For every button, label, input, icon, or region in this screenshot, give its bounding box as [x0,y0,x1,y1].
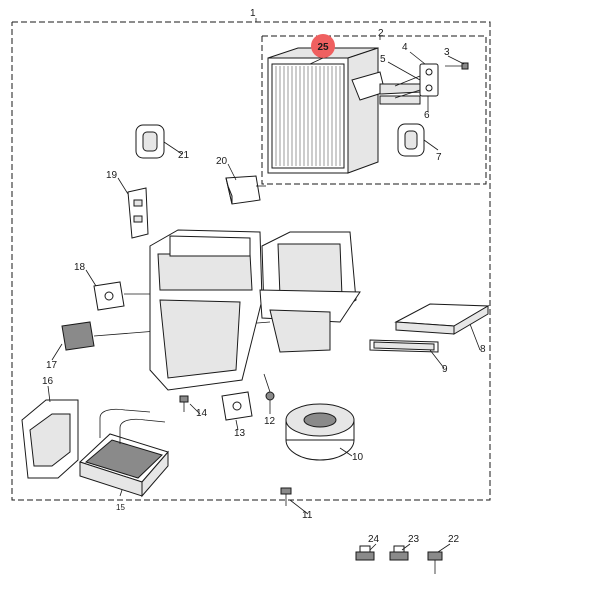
callout-15: 15 [116,503,125,512]
evaporator-core [267,47,421,174]
callout-4: 4 [402,42,408,53]
callout-25: 25 [317,42,329,53]
callout-1: 1 [250,8,256,19]
assembly-boundary-2 [261,35,487,185]
leader-lines [47,18,481,553]
callout-11: 11 [302,510,313,521]
grommet-7 [397,123,425,157]
callout-8: 8 [480,344,486,355]
callout-20: 20 [216,156,228,167]
callout-13: 13 [234,428,246,439]
callout-25-badge [311,34,335,58]
callout-21: 21 [178,150,190,161]
callout-16: 16 [42,376,54,387]
callout-2: 2 [378,28,384,39]
filter-cover [369,339,439,353]
blower-motor [285,403,355,461]
callout-9: 9 [442,364,448,375]
expansion-valve [394,63,439,99]
screw-11 [280,487,292,506]
hvac-housing [149,229,361,391]
valve-bolt [445,62,469,70]
callout-14: 14 [196,408,208,419]
callout-17: 17 [46,360,58,371]
callout-10: 10 [352,452,364,463]
callout-5: 5 [380,54,386,65]
actuator-20 [225,175,266,205]
callout-7: 7 [436,152,442,163]
callout-3: 3 [444,47,450,58]
callout-22: 22 [448,534,460,545]
cabin-filter [394,303,490,335]
bracket-16 [21,399,79,479]
bracket-19 [127,187,149,239]
assembly-boundary-1 [11,21,491,501]
callout-24: 24 [368,534,380,545]
heater-core [79,408,169,498]
actuator-18 [93,281,156,311]
sensor-12 [263,373,275,401]
callout-19: 19 [106,170,118,181]
fastener-23 [389,545,409,561]
screw-14 [179,395,189,412]
callout-18: 18 [74,262,86,273]
actuator-13 [221,391,253,421]
fastener-22 [427,551,443,574]
callout-12: 12 [264,416,276,427]
fastener-24 [355,545,375,561]
grommet-21 [135,124,165,159]
callout-23: 23 [408,534,420,545]
callout-6: 6 [424,110,430,121]
